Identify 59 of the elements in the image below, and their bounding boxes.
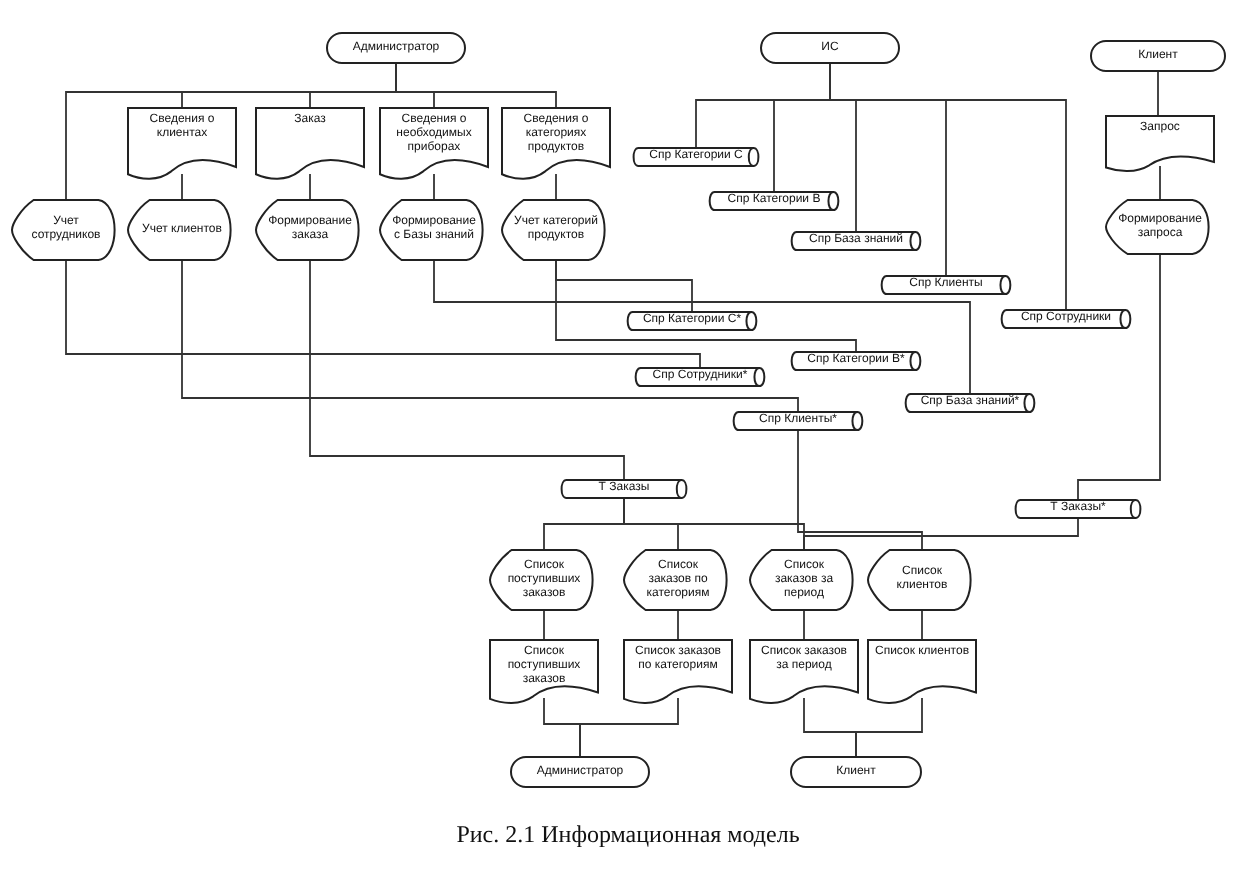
connector-line: [677, 609, 679, 641]
terminal-shape: [510, 756, 650, 788]
connector-line: [1159, 165, 1161, 201]
document-shape: [128, 108, 236, 180]
display-shape: [380, 200, 488, 260]
document-shape: [750, 640, 858, 704]
connector-line: [555, 259, 857, 353]
terminal-shape: [1090, 40, 1226, 72]
connector-line: [797, 429, 923, 551]
display-shape: [868, 550, 976, 610]
connector-line: [543, 609, 545, 641]
data-store-shape: [632, 148, 760, 166]
connector-line: [309, 259, 625, 481]
document-shape: [1106, 116, 1214, 172]
display-shape: [128, 200, 236, 260]
connector-line: [65, 259, 701, 369]
data-store-shape: [626, 312, 758, 330]
connector-line: [579, 697, 679, 757]
data-store-shape: [732, 412, 864, 430]
data-store-shape: [560, 480, 688, 498]
data-store-shape: [1000, 310, 1132, 328]
display-shape: [750, 550, 858, 610]
connector-line: [433, 173, 435, 201]
display-shape: [12, 200, 120, 260]
connector-line: [309, 173, 311, 201]
connector-line: [855, 697, 923, 757]
connector-line: [803, 517, 1079, 551]
display-shape: [1106, 200, 1214, 254]
terminal-shape: [790, 756, 922, 788]
connector-line: [555, 173, 557, 201]
connector-line: [1157, 71, 1161, 117]
display-shape: [490, 550, 598, 610]
connector-line: [1077, 253, 1161, 501]
figure-caption: Рис. 2.1 Информационная модель: [456, 820, 800, 848]
connector-line: [803, 609, 805, 641]
data-store-shape: [790, 232, 922, 250]
display-shape: [624, 550, 732, 610]
display-shape: [502, 200, 610, 260]
data-store-shape: [904, 394, 1036, 412]
data-store-shape: [1014, 500, 1142, 518]
connector-line: [395, 63, 557, 109]
document-shape: [868, 640, 976, 704]
terminal-shape: [760, 32, 900, 64]
data-store-shape: [790, 352, 922, 370]
data-store-shape: [634, 368, 766, 386]
document-shape: [624, 640, 732, 704]
terminal-shape: [326, 32, 466, 64]
connector-line: [921, 609, 923, 641]
document-shape: [380, 108, 488, 180]
connector-line: [181, 173, 183, 201]
data-store-shape: [708, 192, 840, 210]
document-shape: [490, 640, 598, 704]
data-store-shape: [880, 276, 1012, 294]
connector-line: [433, 259, 971, 395]
connector-line: [829, 63, 1067, 311]
document-shape: [502, 108, 610, 180]
display-shape: [256, 200, 364, 260]
connector-line: [181, 259, 799, 413]
document-shape: [256, 108, 364, 180]
